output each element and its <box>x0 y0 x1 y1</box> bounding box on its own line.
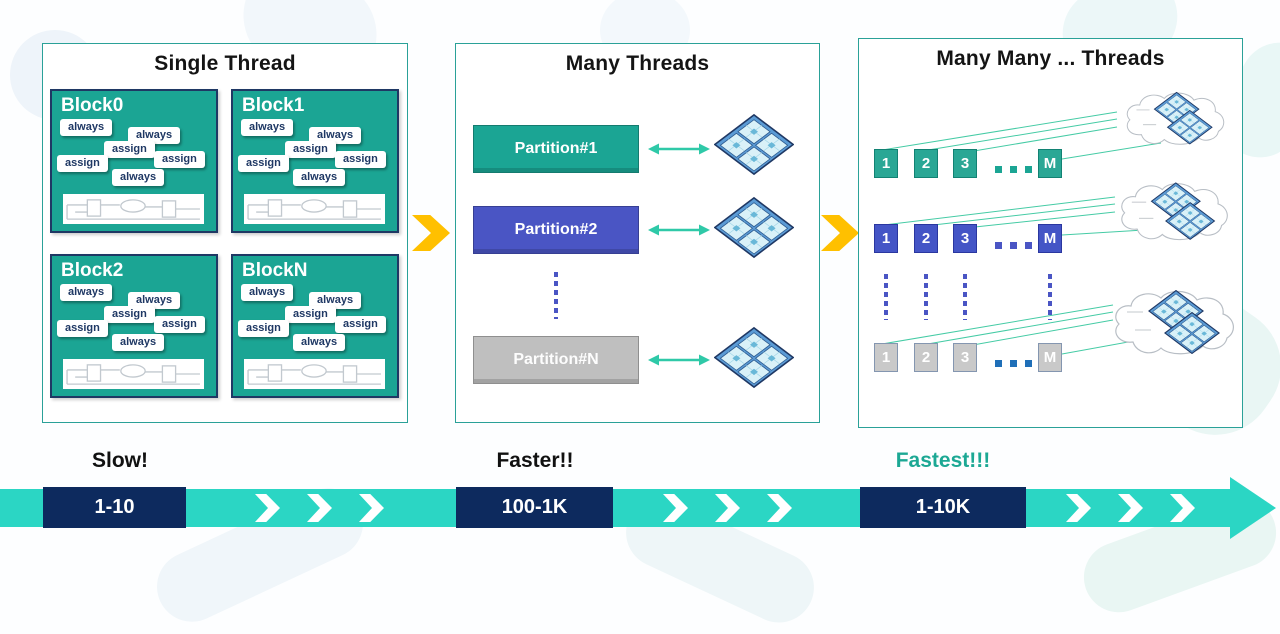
milestone-range: 1-10 <box>94 496 135 518</box>
assign-tag: assign <box>104 141 155 158</box>
ellipsis-dots <box>995 242 1032 249</box>
thread-square: M <box>1038 343 1062 372</box>
chip-icon <box>714 196 794 259</box>
many-many-threads-panel: Many Many ... Threads 1 2 3 M 1 2 3 M <box>858 38 1243 428</box>
vertical-ellipsis-dots <box>1048 274 1052 320</box>
partition-box: Partition#1 <box>473 125 639 173</box>
milestone-caption: Fastest!!! <box>895 449 991 472</box>
always-tag: always <box>60 119 113 136</box>
always-tag: always <box>128 127 181 144</box>
assign-tag: assign <box>154 316 205 333</box>
milestone-box: 100-1K <box>456 487 613 528</box>
cloud-cluster-icon <box>1109 87 1241 151</box>
milestone-caption: Slow! <box>92 449 148 472</box>
vertical-ellipsis-dots <box>884 274 888 320</box>
milestone-caption: Faster!! <box>496 449 574 472</box>
partition-label: Partition#N <box>513 351 599 368</box>
partition-label: Partition#1 <box>514 140 598 157</box>
circuit-schematic-icon <box>244 359 385 389</box>
assign-tag: assign <box>57 320 108 337</box>
block: BlockN always always assign assign assig… <box>231 254 399 398</box>
double-arrow-icon <box>648 223 710 237</box>
always-tag: always <box>112 334 165 351</box>
always-tag: always <box>128 292 181 309</box>
vertical-ellipsis-dots <box>924 274 928 320</box>
always-tag: always <box>241 284 294 301</box>
double-arrow-icon <box>648 142 710 156</box>
cloud-cluster-icon <box>1107 177 1241 247</box>
thread-square: 2 <box>914 149 938 178</box>
assign-tag: assign <box>57 155 108 172</box>
milestone-range: 100-1K <box>501 496 568 518</box>
block: Block2 always always assign assign assig… <box>50 254 218 398</box>
thread-square: 3 <box>953 224 977 253</box>
partition-box: Partition#N <box>473 336 639 384</box>
circuit-schematic-icon <box>63 359 204 389</box>
assign-tag: assign <box>335 151 386 168</box>
always-tag: always <box>112 169 165 186</box>
always-tag: always <box>60 284 113 301</box>
thread-square: 2 <box>914 343 938 372</box>
block-title: Block2 <box>61 260 124 281</box>
always-tag: always <box>309 292 362 309</box>
always-tag: always <box>293 169 346 186</box>
block-title: Block0 <box>61 95 124 116</box>
always-tag: always <box>309 127 362 144</box>
vertical-ellipsis-dots <box>963 274 967 320</box>
partition-label: Partition#2 <box>514 221 598 238</box>
thread-square: M <box>1038 149 1062 178</box>
circuit-schematic-icon <box>244 194 385 224</box>
circuit-schematic-icon <box>63 194 204 224</box>
milestone-range: 1-10K <box>915 496 971 518</box>
thread-square: 1 <box>874 224 898 253</box>
always-tag: always <box>241 119 294 136</box>
cloud-cluster-icon <box>1107 283 1241 363</box>
partition-box: Partition#2 <box>473 206 639 254</box>
block-title: BlockN <box>242 260 308 281</box>
many-threads-panel: Many Threads Partition#1 Partition#2 Par… <box>455 43 820 423</box>
thread-square: 2 <box>914 224 938 253</box>
thread-square: M <box>1038 224 1062 253</box>
panel-title: Single Thread <box>154 52 296 75</box>
double-arrow-icon <box>648 353 710 367</box>
assign-tag: assign <box>238 155 289 172</box>
thread-square: 1 <box>874 149 898 178</box>
always-tag: always <box>293 334 346 351</box>
thread-square: 1 <box>874 343 898 372</box>
chip-icon <box>714 113 794 176</box>
milestone-box: 1-10 <box>43 487 186 528</box>
thread-square: 3 <box>953 149 977 178</box>
timeline-bar <box>0 489 1232 527</box>
thread-square: 3 <box>953 343 977 372</box>
assign-tag: assign <box>104 306 155 323</box>
block: Block0 always always assign assign assig… <box>50 89 218 233</box>
block-title: Block1 <box>242 95 305 116</box>
assign-tag: assign <box>238 320 289 337</box>
milestone-box: 1-10K <box>860 487 1026 528</box>
yellow-chevron-icon <box>821 215 859 251</box>
assign-tag: assign <box>335 316 386 333</box>
block: Block1 always always assign assign assig… <box>231 89 399 233</box>
yellow-chevron-icon <box>412 215 450 251</box>
assign-tag: assign <box>154 151 205 168</box>
single-thread-panel: Single Thread Block0 always always assig… <box>42 43 408 423</box>
panel-title: Many Threads <box>565 52 710 75</box>
ellipsis-dots <box>995 360 1032 367</box>
assign-tag: assign <box>285 306 336 323</box>
vertical-ellipsis-dots <box>554 272 558 319</box>
panel-title: Many Many ... Threads <box>936 47 1165 70</box>
ellipsis-dots <box>995 166 1032 173</box>
chip-icon <box>714 326 794 389</box>
assign-tag: assign <box>285 141 336 158</box>
timeline-arrowhead-icon <box>1230 477 1276 539</box>
